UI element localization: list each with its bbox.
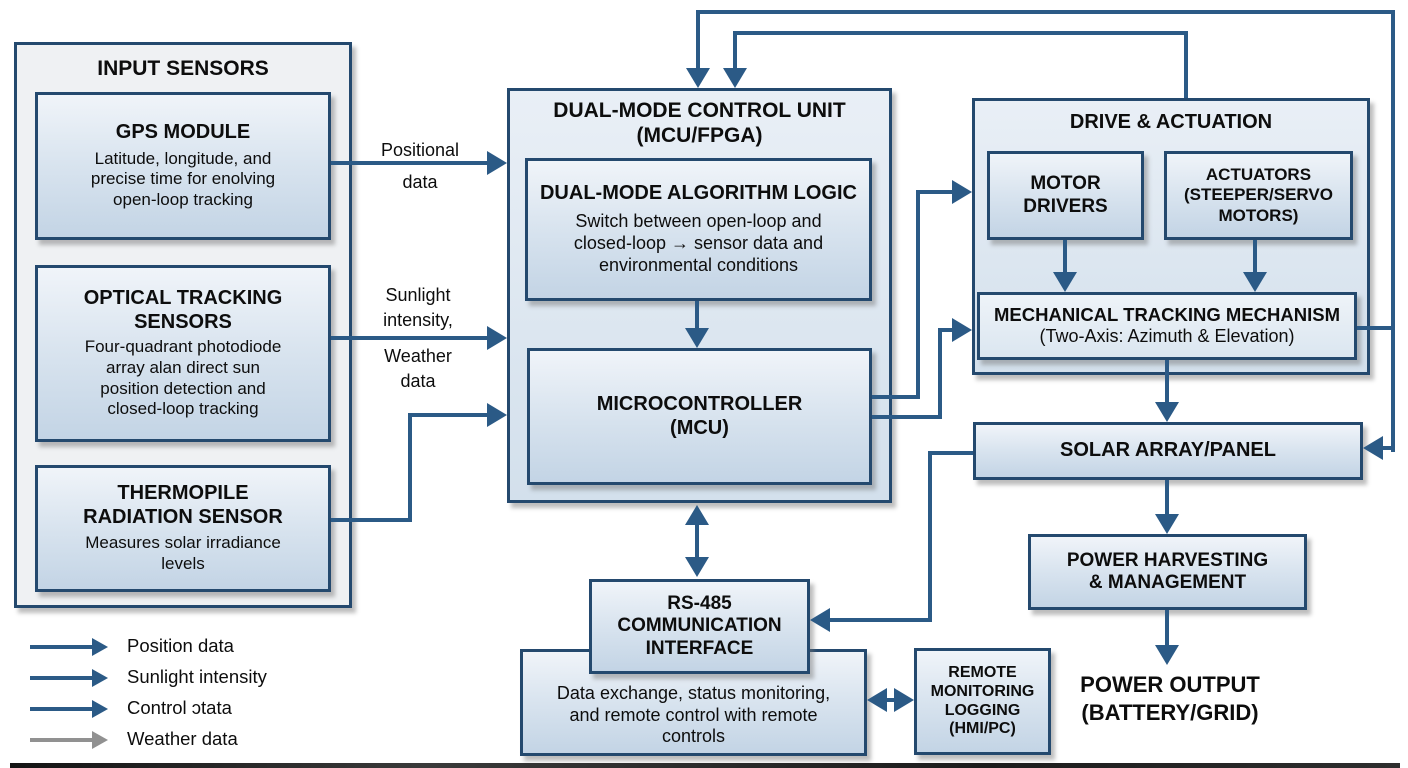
legend-position-line — [30, 645, 92, 649]
rs485-interface-box: RS-485 COMMUNICATION INTERFACE — [589, 579, 810, 674]
feedback-inner-seg3 — [733, 31, 737, 72]
motor-drivers-box: MOTOR DRIVERS — [987, 151, 1144, 240]
solar-to-rs485-seg2 — [928, 451, 932, 622]
thermopile-line-seg2 — [408, 413, 412, 522]
motor-drivers-title: MOTOR DRIVERS — [1023, 173, 1108, 217]
optical-to-control-arrowhead — [487, 326, 507, 350]
mcu-to-mechanism-seg1 — [872, 415, 942, 419]
weather-data-label: Weather data — [384, 346, 452, 391]
rs485-remote-line — [883, 698, 898, 702]
gps-to-control-line — [331, 161, 489, 165]
solar-array-title: SOLAR ARRAY/PANEL — [1060, 439, 1276, 462]
feedback-outer-arrowhead-control — [686, 68, 710, 88]
power-output-label: POWER OUTPUT (BATTERY/GRID) — [1080, 672, 1260, 725]
microcontroller-box: MICROCONTROLLER (MCU) — [527, 348, 872, 485]
mcu-to-drive-seg3 — [916, 190, 954, 194]
power-harvesting-box: POWER HARVESTING & MANAGEMENT — [1028, 534, 1307, 610]
power-harvesting-title: POWER HARVESTING & MANAGEMENT — [1066, 549, 1269, 593]
mcu-rs485-line — [695, 520, 699, 562]
solar-to-rs485-seg3 — [828, 618, 930, 622]
actuators-title: ACTUATORS (STEEPER/SERVO MOTORS) — [1184, 165, 1333, 225]
mcu-rs485-arrowhead-down — [685, 557, 709, 577]
mechanical-tracking-body: (Two-Axis: Azimuth & Elevation) — [1039, 325, 1295, 346]
mcu-to-drive-arrowhead — [952, 180, 972, 204]
gps-module-box: GPS MODULE Latitude, longitude, and prec… — [35, 92, 331, 240]
solar-to-harvest-arrowhead — [1155, 514, 1179, 534]
solar-to-rs485-seg1 — [928, 451, 973, 455]
optical-sensors-body: Four-quadrant photodiode array alan dire… — [84, 337, 282, 419]
feedback-inner-seg1 — [1184, 31, 1188, 98]
drive-actuation-title: DRIVE & ACTUATION — [1069, 111, 1273, 133]
input-sensors-title: INPUT SENSORS — [97, 57, 269, 80]
gps-to-control-arrowhead — [487, 151, 507, 175]
gps-module-body: Latitude, longitude, and precise time fo… — [90, 148, 276, 210]
optical-sensors-title: OPTICAL TRACKING SENSORS — [83, 286, 283, 333]
gps-module-title: GPS MODULE — [115, 121, 251, 144]
algorithm-logic-box: DUAL-MODE ALGORITHM LOGIC Switch between… — [525, 158, 872, 301]
bottom-cutoff-bar — [10, 763, 1400, 768]
actuators-to-mechanism-line — [1253, 240, 1257, 276]
legend-position-arrowhead — [92, 638, 108, 656]
solar-to-rs485-arrowhead — [810, 608, 830, 632]
mcu-to-drive-seg1 — [872, 395, 920, 399]
harvest-to-output-arrowhead — [1155, 645, 1179, 665]
mcu-to-mechanism-seg2 — [938, 328, 942, 419]
legend-weather-line — [30, 738, 92, 742]
feedback-outer-seg1 — [1357, 326, 1395, 330]
mcu-to-mechanism-arrowhead — [952, 318, 972, 342]
rs485-interface-title: RS-485 COMMUNICATION INTERFACE — [617, 592, 782, 659]
thermopile-sensor-box: THERMOPILE RADIATION SENSOR Measures sol… — [35, 465, 331, 592]
algorithm-logic-title: DUAL-MODE ALGORITHM LOGIC — [539, 182, 857, 205]
feedback-inner-arrowhead — [723, 68, 747, 88]
solar-to-harvest-line — [1165, 480, 1169, 518]
remote-monitoring-box: REMOTE MONITORING LOGGING (HMI/PC) — [914, 648, 1051, 755]
legend-sunlight-label: Sunlight intensity — [127, 666, 267, 687]
legend-sunlight-arrowhead — [92, 669, 108, 687]
thermopile-line-seg3 — [408, 413, 489, 417]
thermopile-sensor-title: THERMOPILE RADIATION SENSOR — [83, 482, 283, 528]
mechanical-tracking-box: MECHANICAL TRACKING MECHANISM (Two-Axis:… — [977, 292, 1357, 360]
thermopile-line-seg1 — [331, 518, 412, 522]
actuators-box: ACTUATORS (STEEPER/SERVO MOTORS) — [1164, 151, 1353, 240]
legend-control-line — [30, 707, 92, 711]
feedback-outer-seg5 — [1381, 446, 1395, 450]
algorithm-to-mcu-line — [695, 301, 699, 332]
legend-weather-label: Weather data — [127, 728, 238, 749]
rs485-remote-arrowhead-left — [867, 688, 887, 712]
sunlight-intensity-label: Sunlight intensity, — [383, 285, 453, 330]
legend-position-label: Position data — [127, 635, 234, 656]
mechanism-to-solar-line — [1165, 360, 1169, 406]
mechanism-to-solar-arrowhead — [1155, 402, 1179, 422]
thermopile-to-control-arrowhead — [487, 403, 507, 427]
algorithm-logic-body: Switch between open-loop and closed-loop… — [573, 210, 824, 275]
feedback-inner-seg2 — [733, 31, 1188, 35]
algorithm-to-mcu-arrowhead — [685, 328, 709, 348]
mechanical-tracking-title: MECHANICAL TRACKING MECHANISM — [993, 304, 1340, 326]
feedback-outer-seg3 — [696, 10, 1395, 14]
motor-to-mechanism-arrowhead — [1053, 272, 1077, 292]
mcu-to-mechanism-seg3 — [938, 328, 954, 332]
thermopile-sensor-body: Measures solar irradiance levels — [85, 533, 281, 574]
rs485-remote-arrowhead-right — [894, 688, 914, 712]
microcontroller-title: MICROCONTROLLER (MCU) — [596, 392, 803, 439]
motor-to-mechanism-line — [1063, 240, 1067, 276]
legend-sunlight-line — [30, 676, 92, 680]
feedback-outer-seg4 — [696, 10, 700, 72]
feedback-outer-arrowhead-solar — [1363, 436, 1383, 460]
legend-control-arrowhead — [92, 700, 108, 718]
mcu-to-drive-seg2 — [916, 190, 920, 399]
feedback-outer-seg2 — [1391, 10, 1395, 452]
actuators-to-mechanism-arrowhead — [1243, 272, 1267, 292]
dual-mode-control-unit-title: DUAL-MODE CONTROL UNIT (MCU/FPGA) — [553, 99, 846, 147]
mcu-rs485-arrowhead-up — [685, 505, 709, 525]
positional-data-label: Positional data — [380, 140, 460, 192]
data-exchange-body: Data exchange, status monitoring, and re… — [556, 682, 831, 747]
optical-to-control-line — [331, 336, 489, 340]
optical-sensors-box: OPTICAL TRACKING SENSORS Four-quadrant p… — [35, 265, 331, 442]
legend-control-label: Control ɔtata — [127, 697, 232, 718]
harvest-to-output-line — [1165, 610, 1169, 649]
solar-array-box: SOLAR ARRAY/PANEL — [973, 422, 1363, 480]
legend-weather-arrowhead — [92, 731, 108, 749]
remote-monitoring-title: REMOTE MONITORING LOGGING (HMI/PC) — [930, 663, 1035, 738]
